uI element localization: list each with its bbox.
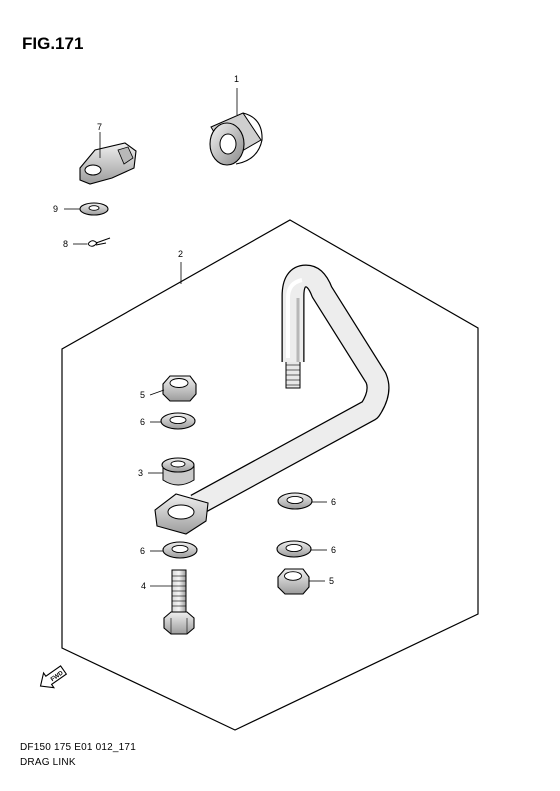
- part-8-cotter-pin: [87, 237, 111, 247]
- figure-title: FIG.171: [22, 34, 84, 53]
- callout-1: 1: [234, 74, 239, 84]
- part-3-bushing: [161, 457, 195, 486]
- callout-8: 8: [63, 239, 68, 249]
- part-4-bolt: [163, 569, 195, 635]
- callout-3: 3: [138, 468, 143, 478]
- fwd-arrow-icon: FWD: [39, 665, 68, 689]
- figure-code: DF150 175 E01 012_171: [20, 742, 136, 753]
- part-6-washer-right-lower: [276, 540, 312, 558]
- part-9-washer: [79, 202, 109, 216]
- part-5-nut-lower: [277, 568, 310, 595]
- part-6-washer-upper: [160, 412, 196, 430]
- callout-5-lower: 5: [329, 576, 334, 586]
- callout-5-upper: 5: [140, 390, 145, 400]
- part-6-washer-right-upper: [277, 492, 313, 510]
- part-6-washer-left-lower: [162, 541, 198, 559]
- callout-7: 7: [97, 122, 102, 132]
- part-1-bushing: [209, 112, 263, 166]
- callout-6-right-lower: 6: [331, 545, 336, 555]
- callout-6-upper: 6: [140, 417, 145, 427]
- figure-name: DRAG LINK: [20, 757, 76, 768]
- part-5-nut-upper: [162, 375, 197, 402]
- leader-5-upper: [149, 389, 165, 396]
- callout-6-left-lower: 6: [140, 546, 145, 556]
- callout-4: 4: [141, 581, 146, 591]
- kit-outline: [61, 219, 479, 731]
- callout-9: 9: [53, 204, 58, 214]
- part-7-bracket: [79, 142, 137, 185]
- callout-6-right-upper: 6: [331, 497, 336, 507]
- drag-link-rod: [154, 264, 390, 535]
- callout-2: 2: [178, 249, 183, 259]
